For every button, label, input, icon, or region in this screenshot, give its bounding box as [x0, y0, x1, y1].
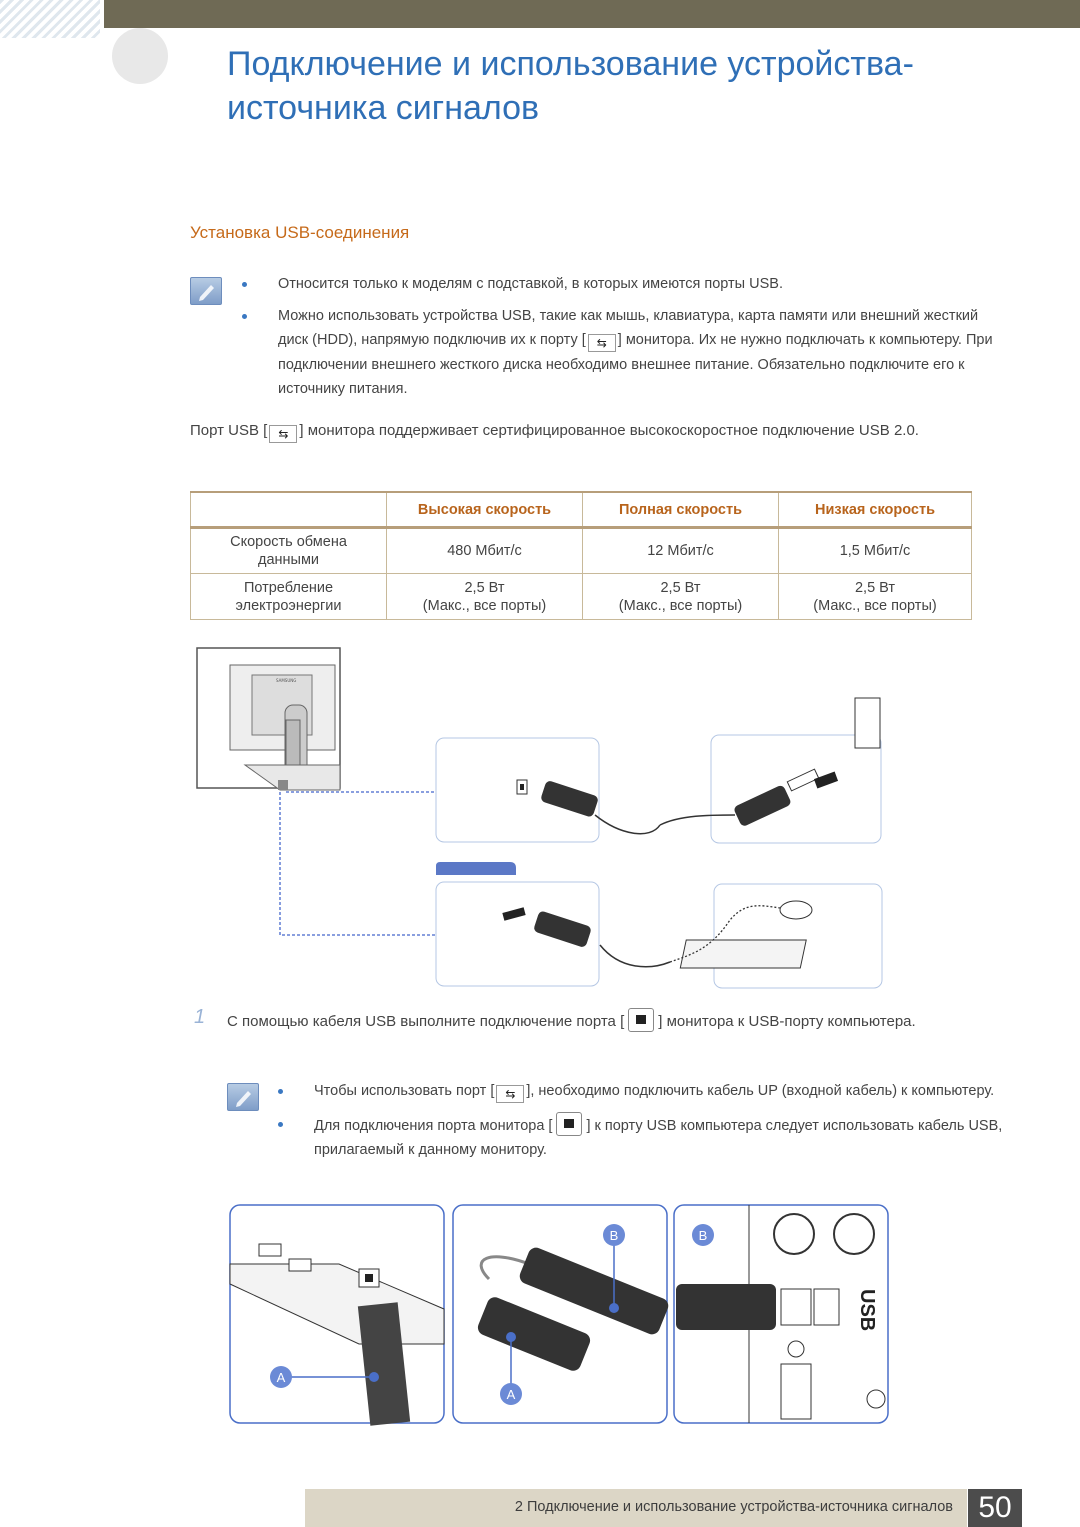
note-1-bullet-2-a: Можно использовать устройства USB, такие…: [278, 307, 979, 349]
note-2-bullet-2-a: Для подключения порта монитора [: [314, 1117, 553, 1134]
table-cell: 1,5 Мбит/с: [778, 527, 972, 574]
table-header-row: Высокая скорость Полная скорость Низкая …: [190, 491, 972, 529]
footer-bar: 2 Подключение и использование устройства…: [305, 1489, 967, 1527]
table-cell: 480 Мбит/с: [386, 527, 583, 574]
table-row: Потребление электроэнергии 2,5 Вт(Макс.,…: [190, 573, 972, 620]
note-1-bullet-1: Относится только к моделям с подставкой,…: [278, 276, 783, 292]
step-number: 1: [194, 1006, 206, 1028]
usb-b-port-icon: [628, 1008, 655, 1032]
bullet: [278, 1121, 283, 1127]
power-value: 2,5 Вт: [854, 579, 896, 596]
note-2: Чтобы использовать порт [⇆], необходимо …: [278, 1079, 1008, 1163]
label-a: A: [277, 1370, 286, 1385]
table-header: Полная скорость: [582, 491, 779, 529]
note-1-item: Можно использовать устройства USB, такие…: [242, 304, 1012, 402]
usb-panel-label: USB: [856, 1289, 878, 1331]
table-cell: Потребление электроэнергии: [190, 573, 387, 620]
chapter-circle: [112, 28, 168, 84]
cable-detail-diagrams: A B A USB B: [229, 1204, 889, 1426]
note-2-bullet-1-a: Чтобы использовать порт [: [314, 1083, 495, 1099]
usb-icon: ⇆: [587, 334, 616, 352]
table-cell: 2,5 Вт(Макс., все порты): [386, 573, 583, 620]
bullet: [242, 313, 247, 319]
label-b: B: [610, 1228, 619, 1243]
table-header: [190, 491, 387, 529]
port-text-a: Порт USB [: [190, 422, 268, 439]
usb-port-paragraph: Порт USB [⇆] монитора поддерживает серти…: [190, 419, 990, 444]
note-1-item: Относится только к моделям с подставкой,…: [242, 272, 1012, 297]
table-cell: 2,5 Вт(Макс., все порты): [582, 573, 779, 620]
note-icon: [227, 1083, 259, 1111]
table-cell: 12 Мбит/с: [582, 527, 779, 574]
header-hatch: [0, 0, 100, 38]
note-2-bullet-1-b: ], необходимо подключить кабель UP (вход…: [526, 1083, 995, 1099]
table-header: Низкая скорость: [778, 491, 972, 529]
title-line-2: источника сигналов: [227, 89, 540, 127]
page-number: 50: [968, 1489, 1022, 1527]
power-value: 2,5 Вт: [660, 579, 701, 596]
title-line-1: Подключение и использование устройства-: [227, 45, 914, 83]
note-1-bullet-2-b: ] монитора. Их не нужно подключать к ком…: [278, 332, 993, 397]
footer-text: 2 Подключение и использование устройства…: [514, 1499, 953, 1515]
table-header: Высокая скорость: [386, 491, 583, 529]
note-2-item: Для подключения порта монитора [] к порт…: [278, 1111, 1008, 1163]
header-bar: [104, 0, 1080, 28]
usb-speed-table: Высокая скорость Полная скорость Низкая …: [190, 491, 972, 620]
svg-text:SAMSUNG: SAMSUNG: [276, 678, 296, 683]
label-a: A: [507, 1387, 516, 1402]
power-note: (Макс., все порты): [422, 597, 547, 614]
note-1: Относится только к моделям с подставкой,…: [242, 272, 1012, 402]
note-icon: [190, 277, 222, 305]
bullet: [242, 282, 247, 287]
usb-icon: ⇆: [269, 425, 298, 443]
label-b: B: [699, 1228, 708, 1243]
section-title: Установка USB-соединения: [190, 223, 410, 242]
table-row: Скорость обмена данными 480 Мбит/с 12 Мб…: [190, 527, 972, 574]
power-note: (Макс., все порты): [618, 597, 743, 614]
usb-b-port-icon: [556, 1111, 583, 1136]
table-cell: Скорость обмена данными: [190, 527, 387, 574]
bullet: [278, 1089, 283, 1094]
page-title: Подключение и использование устройства- …: [227, 42, 1067, 130]
power-value: 2,5 Вт: [464, 579, 505, 596]
power-note: (Макс., все порты): [813, 597, 937, 614]
note-2-item: Чтобы использовать порт [⇆], необходимо …: [278, 1079, 1008, 1104]
step-1-text-a: С помощью кабеля USB выполните подключен…: [227, 1013, 625, 1030]
port-text-b: ] монитора поддерживает сертифицированно…: [299, 422, 919, 439]
step-1-text-b: ] монитора к USB-порту компьютера.: [658, 1013, 916, 1030]
note-2-bullet-2-b: ] к порту USB компьютера следует использ…: [314, 1117, 1003, 1159]
table-cell: 2,5 Вт(Макс., все порты): [778, 573, 972, 620]
usb-connection-diagram: SAMSUNG: [196, 647, 883, 989]
step-1-text: С помощью кабеля USB выполните подключен…: [227, 1008, 987, 1035]
usb-icon: ⇆: [496, 1085, 525, 1103]
